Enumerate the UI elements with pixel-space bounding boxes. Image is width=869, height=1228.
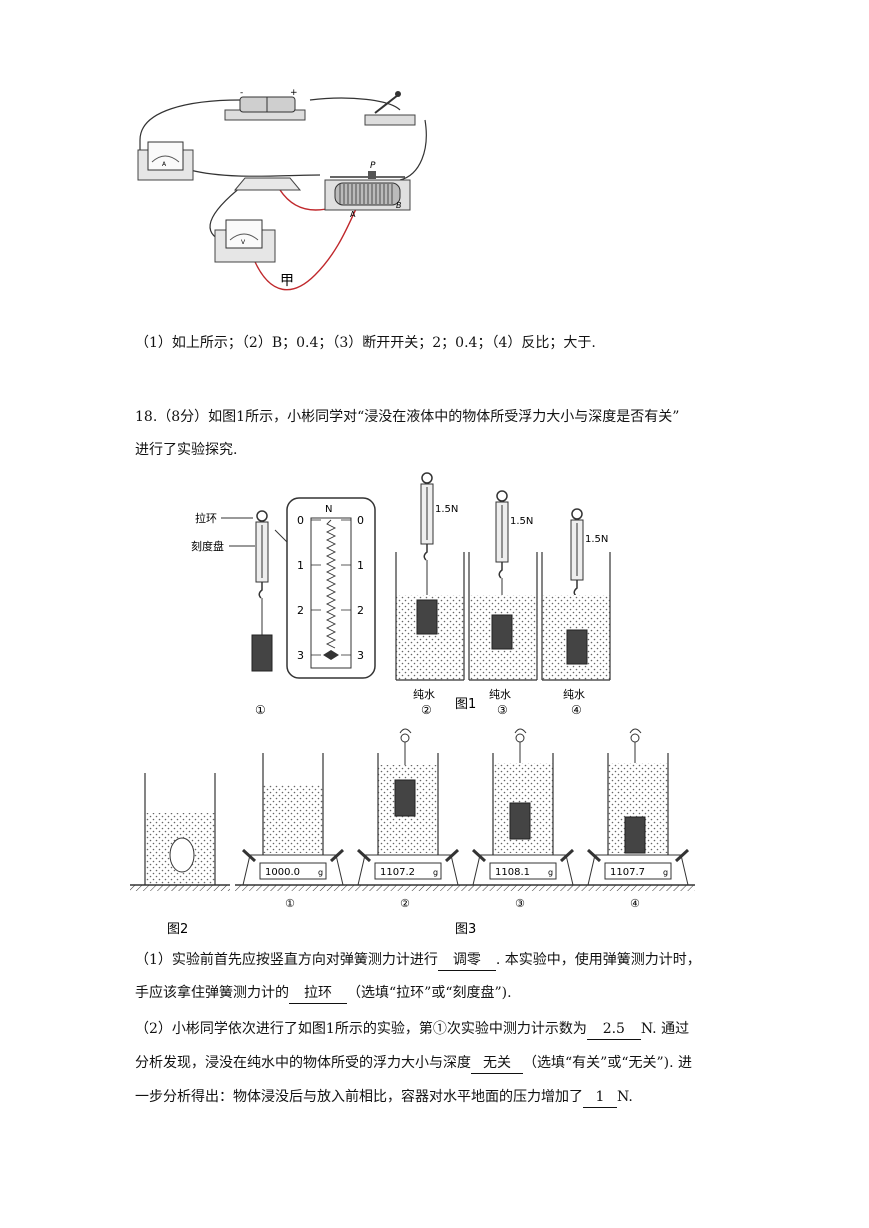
scale-right-0: 0 bbox=[357, 514, 364, 527]
fig3-unit-3: g bbox=[548, 868, 553, 877]
fig1-reading-3: 1.5N bbox=[510, 516, 533, 527]
fig3-unit-2: g bbox=[433, 868, 438, 877]
q18-part1-line1: （1）实验前首先应按竖直方向对弹簧测力计进行调零. 本实验中，使用弹簧测力计时， bbox=[135, 950, 701, 971]
scale-left-1: 1 bbox=[297, 559, 304, 572]
fig1-setup-4: 1.5N 纯水 ④ bbox=[541, 508, 611, 717]
answer-17: （1）如上所示；（2）B；0.4；（3）断开开关；2；0.4；（4）反比；大于. bbox=[135, 335, 596, 351]
fig3-setup-4: 1107.7 g ④ bbox=[580, 728, 695, 910]
fig3-number-3: ③ bbox=[515, 897, 525, 910]
q18-part1-line2: 手应该拿住弹簧测力计的拉环（选填“拉环”或“刻度盘”). bbox=[135, 983, 512, 1004]
label-dial: 刻度盘 bbox=[191, 539, 224, 553]
fig3-setup-1: 1000.0 g ① bbox=[235, 753, 350, 910]
fig3-scale-1: 1000.0 bbox=[265, 867, 300, 878]
fig3-number-4: ④ bbox=[630, 897, 640, 910]
fig1-reading-4: 1.5N bbox=[585, 534, 608, 545]
fig1-setup-2: 1.5N 纯水 ② bbox=[395, 472, 465, 717]
scale-right-3: 3 bbox=[357, 649, 364, 662]
fig3-unit-1: g bbox=[318, 868, 323, 877]
figure-1: 拉环 刻度盘 ① N 0 1 2 3 0 1 2 3 bbox=[191, 472, 611, 717]
switch bbox=[364, 91, 416, 126]
answer-blank-depth: 无关 bbox=[471, 1053, 523, 1074]
answer-blank-reading: 2.5 bbox=[586, 1019, 641, 1040]
figure-2-3: 图2 1000.0 g ① 1107.2 g ② bbox=[130, 728, 695, 937]
fig3-number-1: ① bbox=[285, 897, 295, 910]
battery: - + bbox=[224, 88, 306, 121]
fig1-liquid-4: 纯水 bbox=[563, 688, 585, 701]
resistor-holder bbox=[233, 177, 302, 191]
fig1-number-3: ③ bbox=[497, 703, 508, 717]
battery-minus-label: - bbox=[240, 88, 243, 98]
voltmeter-letter: V bbox=[241, 239, 246, 246]
scale-right-2: 2 bbox=[357, 604, 364, 617]
slider-label: P bbox=[370, 161, 376, 171]
ammeter-letter: A bbox=[162, 161, 167, 168]
fig1-liquid-3: 纯水 bbox=[489, 688, 511, 701]
scale-right-1: 1 bbox=[357, 559, 364, 572]
fig1-number-2: ② bbox=[421, 703, 432, 717]
fig3-scale-4: 1107.7 bbox=[610, 867, 645, 878]
fig3-unit-4: g bbox=[663, 868, 668, 877]
fig2-container: 图2 bbox=[130, 773, 230, 937]
fig1-liquid-2: 纯水 bbox=[413, 688, 435, 701]
fig3-scale-3: 1108.1 bbox=[495, 867, 530, 878]
rheostat: P A B bbox=[324, 161, 411, 219]
fig1-number-4: ④ bbox=[571, 703, 582, 717]
scale-unit: N bbox=[325, 504, 332, 515]
terminal-b-label: B bbox=[396, 201, 402, 210]
scale-left-2: 2 bbox=[297, 604, 304, 617]
terminal-a-label: A bbox=[350, 210, 356, 219]
voltmeter: V bbox=[214, 219, 276, 263]
battery-plus-label: + bbox=[290, 88, 298, 98]
fig3-setup-3: 1108.1 g ③ bbox=[465, 728, 580, 910]
fig3-caption: 图3 bbox=[455, 922, 476, 937]
fig1-setup-1: 拉环 刻度盘 ① bbox=[191, 510, 273, 717]
fig1-reading-2: 1.5N bbox=[435, 504, 458, 515]
fig2-caption: 图2 bbox=[167, 922, 188, 937]
fig1-setup-3: 1.5N 纯水 ③ bbox=[468, 490, 538, 717]
label-ring: 拉环 bbox=[195, 511, 217, 525]
fig3-scale-2: 1107.2 bbox=[380, 867, 415, 878]
fig3-number-2: ② bbox=[400, 897, 410, 910]
q18-part2-line2: 分析发现，浸没在纯水中的物体所受的浮力大小与深度无关（选填“有关”或“无关”).… bbox=[135, 1053, 692, 1074]
fig3-setup-2: 1107.2 g ② bbox=[350, 728, 465, 910]
fig1-magnified-scale: N 0 1 2 3 0 1 2 3 bbox=[274, 497, 376, 679]
q18-stem-line2: 进行了实验探究. bbox=[135, 442, 238, 458]
fig1-caption: 图1 bbox=[455, 697, 476, 712]
circuit-figure-label: 甲 bbox=[280, 273, 294, 289]
answer-blank-force: 1 bbox=[583, 1087, 617, 1108]
fig1-number-1: ① bbox=[255, 703, 266, 717]
circuit-diagram: - + A P A B bbox=[137, 88, 427, 291]
answer-blank-tare: 调零 bbox=[437, 950, 496, 971]
scale-left-0: 0 bbox=[297, 514, 304, 527]
answer-blank-ring: 拉环 bbox=[289, 983, 347, 1004]
ammeter: A bbox=[137, 141, 194, 181]
q18-stem-line1: 18.（8分）如图1所示，小彬同学对“浸没在液体中的物体所受浮力大小与深度是否有… bbox=[135, 409, 680, 425]
scale-left-3: 3 bbox=[297, 649, 304, 662]
